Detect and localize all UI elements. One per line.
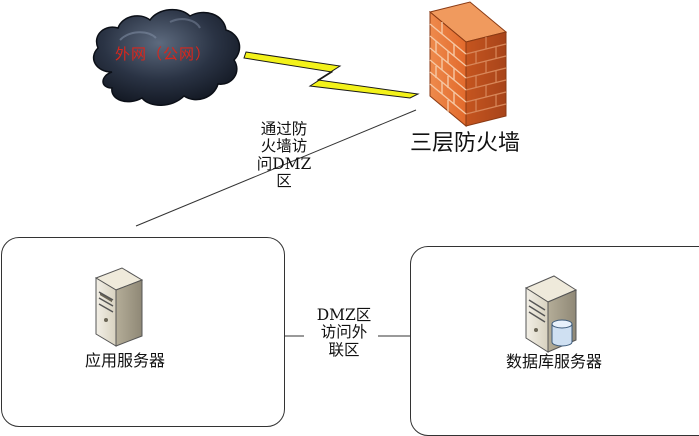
- dmz-access-line-2: 火墙访: [260, 137, 308, 156]
- database-server-icon: [524, 275, 578, 353]
- database-server-label: 数据库服务器: [505, 352, 602, 371]
- application-server-icon: [94, 267, 144, 347]
- dmz-access-line-1: 通过防: [260, 120, 308, 138]
- dmz-outbound-line-2: 访问外: [320, 323, 368, 342]
- internet-cloud-icon: [92, 8, 241, 106]
- application-server-label: 应用服务器: [84, 351, 165, 370]
- firewall-icon: [428, 1, 508, 128]
- dmz-outbound-line-3: 联区: [328, 340, 360, 359]
- firewall-to-dmz-line: [135, 109, 417, 227]
- dmz-access-line-3: 问DMZ: [256, 154, 312, 173]
- dmz-outbound-label: DMZ区 访问外 联区: [306, 306, 382, 359]
- cloud-label: 外网（公网）: [114, 45, 211, 63]
- dmz-access-label: 通过防 火墙访 问DMZ 区: [246, 120, 322, 191]
- lightning-link-icon: [243, 51, 420, 99]
- dmz-access-line-4: 区: [276, 172, 292, 191]
- database-cylinder-icon: [551, 319, 573, 347]
- dmz-outbound-line-1: DMZ区: [316, 306, 372, 324]
- firewall-label: 三层防火墙: [409, 131, 520, 156]
- network-diagram-canvas: [92, 1, 578, 353]
